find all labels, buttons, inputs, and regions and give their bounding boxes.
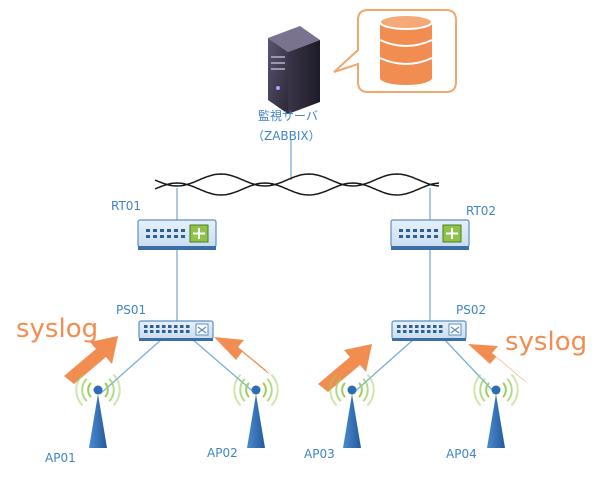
ap02-icon <box>233 373 279 448</box>
database-icon <box>379 14 433 85</box>
switch-ps01[interactable] <box>138 320 214 341</box>
router-label-rt01: RT01 <box>111 199 142 213</box>
switch-ps02[interactable] <box>391 320 467 341</box>
link-lines <box>99 140 497 395</box>
router-label-rt02: RT02 <box>466 204 497 218</box>
server-label: 監視サーバ <box>258 109 318 123</box>
switch-ports <box>397 325 443 333</box>
wan-wave-icon <box>154 173 440 196</box>
syslog-label-left: syslog <box>16 314 99 344</box>
link-ps01-ap02 <box>191 338 257 395</box>
switch-ports <box>144 325 190 333</box>
server-icon <box>268 26 320 114</box>
syslog-label-right: syslog <box>505 327 588 357</box>
ap-label-ap01: AP01 <box>45 451 76 465</box>
access-point-icon <box>75 373 519 448</box>
ap01-icon <box>75 373 121 448</box>
router-rt02[interactable] <box>390 219 470 250</box>
server-sublabel: （ZABBIX） <box>252 129 321 143</box>
ap04-icon <box>473 373 519 448</box>
ap03-icon <box>329 373 375 448</box>
ap-label-ap04: AP04 <box>446 447 477 461</box>
switch-label-ps02: PS02 <box>456 303 487 317</box>
router-ports <box>146 229 185 238</box>
link-ps02-ap03 <box>351 338 415 395</box>
switch-label-ps01: PS01 <box>116 303 147 317</box>
router-ports <box>399 229 438 238</box>
syslog-arrow-icon <box>64 336 528 392</box>
link-ps01-ap01 <box>99 338 163 395</box>
router-rt01[interactable] <box>137 219 217 250</box>
ap-label-ap02: AP02 <box>207 446 238 460</box>
ap-label-ap03: AP03 <box>304 447 335 461</box>
